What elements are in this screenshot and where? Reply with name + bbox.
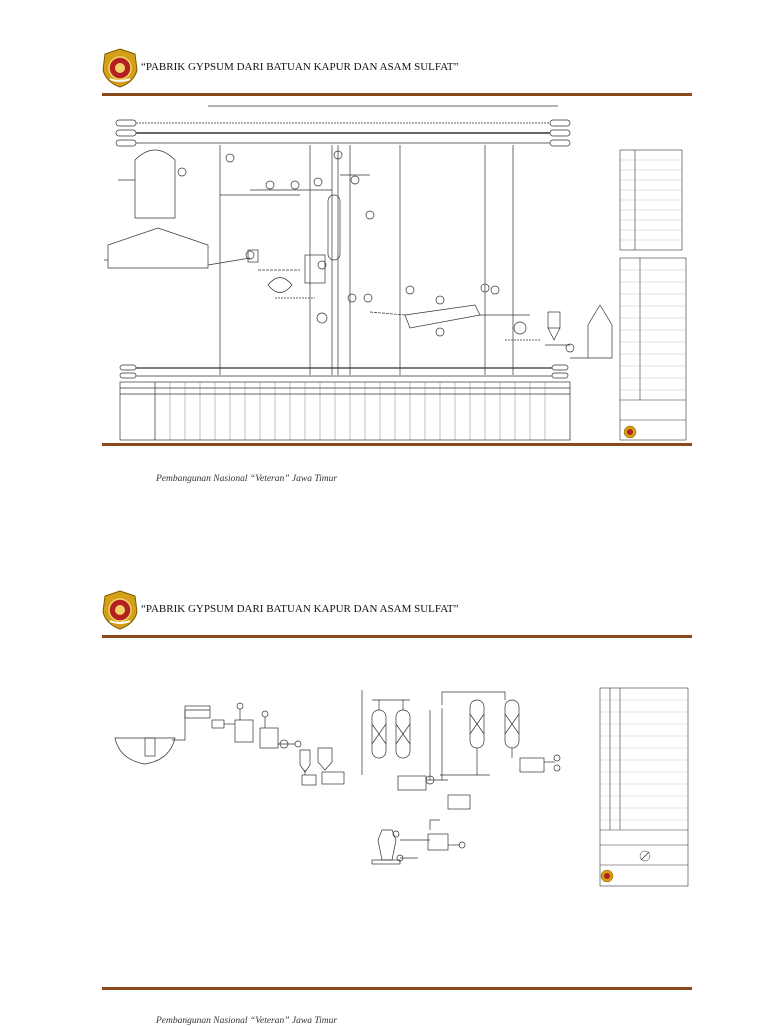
footer-text: Pembangunan Nasional “Veteran” Jawa Timu…: [156, 1016, 338, 1026]
university-seal-logo-icon: [102, 48, 138, 88]
process-flow-diagram: [114, 687, 689, 887]
north-arrow-icon: [639, 850, 651, 862]
page-title: “PABRIK GYPSUM DARI BATUAN KAPUR DAN ASA…: [141, 61, 459, 73]
page-header: “PABRIK GYPSUM DARI BATUAN KAPUR DAN ASA…: [100, 48, 692, 88]
header-rule: [102, 635, 692, 638]
process-flow-diagram: [104, 105, 687, 441]
footer-text: Pembangunan Nasional “Veteran” Jawa Timu…: [156, 474, 338, 484]
footer-rule: [102, 443, 692, 446]
page-title: “PABRIK GYPSUM DARI BATUAN KAPUR DAN ASA…: [141, 603, 459, 615]
footer-rule: [102, 987, 692, 990]
legend-seal-icon: [600, 869, 614, 883]
legend-seal-icon: [623, 425, 637, 439]
university-seal-logo-icon: [102, 590, 138, 630]
page-header: “PABRIK GYPSUM DARI BATUAN KAPUR DAN ASA…: [100, 590, 692, 630]
header-rule: [102, 93, 692, 96]
